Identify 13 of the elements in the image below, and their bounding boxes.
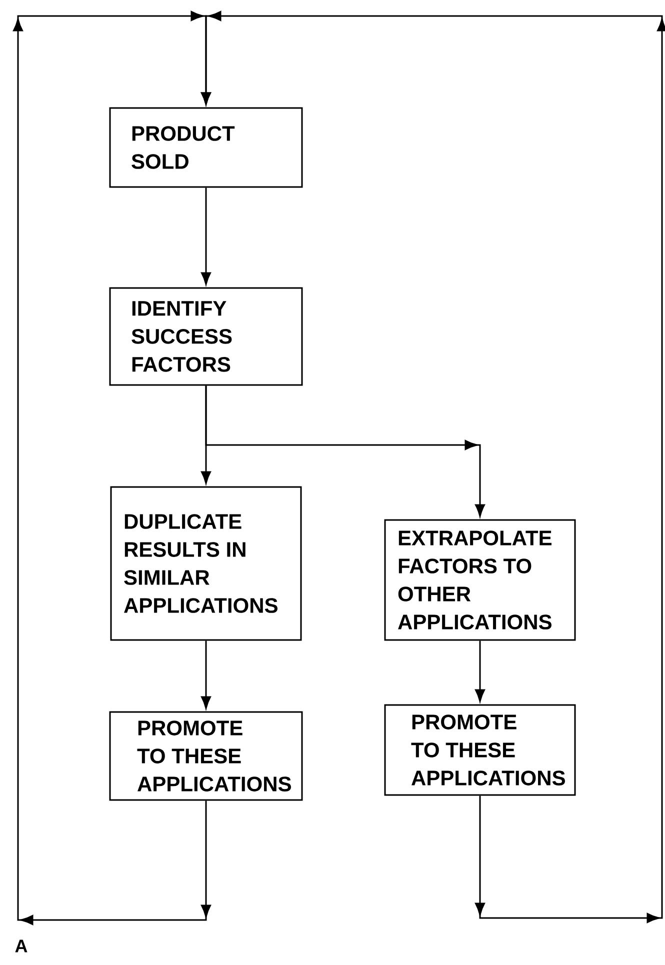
- arrow: [201, 188, 211, 285]
- arrow: [13, 11, 211, 925]
- process-box: DUPLICATE RESULTS IN SIMILAR APPLICATIONS: [110, 486, 302, 641]
- arrow: [475, 640, 485, 702]
- arrow: [201, 640, 211, 709]
- process-box: PROMOTE TO THESE APPLICATIONS: [109, 711, 303, 801]
- arrow: [205, 386, 485, 517]
- figure-letter: A: [15, 940, 28, 952]
- process-box: IDENTIFY SUCCESS FACTORS: [109, 287, 303, 386]
- process-box: PROMOTE TO THESE APPLICATIONS: [384, 704, 576, 796]
- arrow: [201, 11, 665, 923]
- process-box: PRODUCT SOLD: [109, 107, 303, 188]
- process-box: EXTRAPOLATE FACTORS TO OTHER APPLICATIONS: [384, 519, 576, 641]
